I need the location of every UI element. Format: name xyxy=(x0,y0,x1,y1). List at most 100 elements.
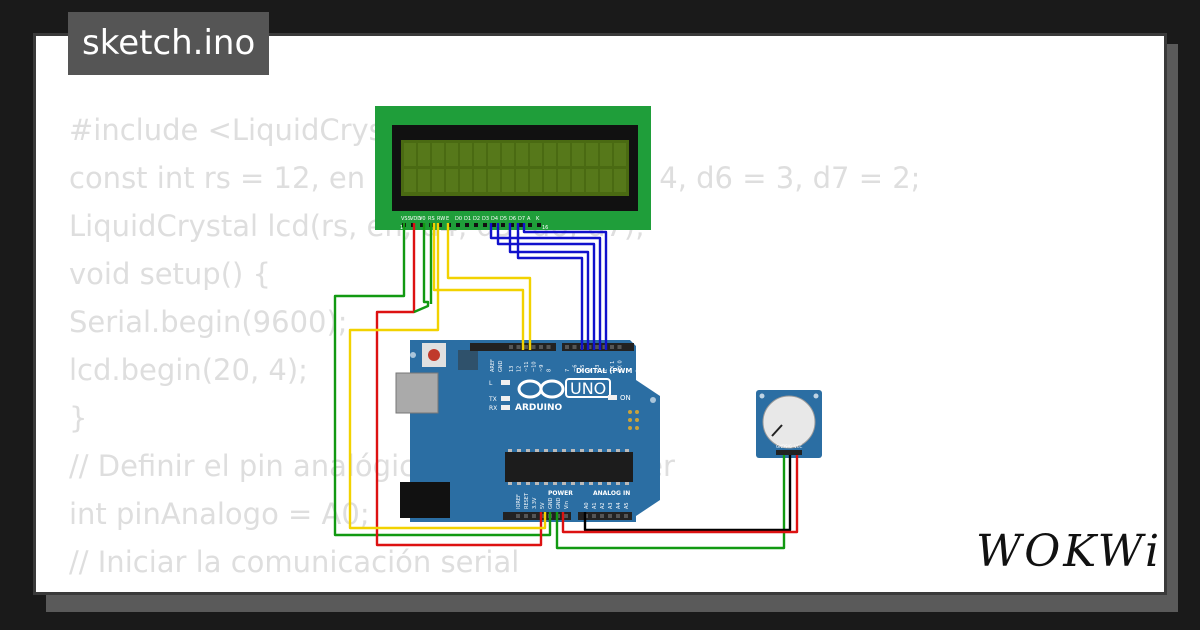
analog-header-block xyxy=(578,512,632,520)
knob-indicator xyxy=(771,424,783,437)
code-line: int pinAnalogo = A0; xyxy=(69,497,370,531)
power-pin[interactable] xyxy=(532,514,536,518)
lcd-pin-label: D6 xyxy=(509,216,516,222)
chip-leg xyxy=(607,449,611,452)
digital-pin[interactable] xyxy=(524,345,528,349)
lcd-pin[interactable] xyxy=(465,223,469,227)
digital-pin[interactable] xyxy=(509,345,513,349)
digital-pin[interactable] xyxy=(602,345,607,349)
digital-pin-label: ~9 xyxy=(539,365,545,372)
lcd-cell xyxy=(586,143,598,166)
analog-pin[interactable] xyxy=(608,514,612,518)
file-tab[interactable]: sketch.ino xyxy=(68,12,270,75)
digital-pin[interactable] xyxy=(610,345,614,349)
icsp2-pin xyxy=(628,426,632,430)
lcd-cell xyxy=(432,143,444,166)
analog-pin[interactable] xyxy=(616,514,620,518)
code-line: void setup() { xyxy=(69,257,271,291)
icsp2-pin xyxy=(635,426,639,430)
digital-pin[interactable] xyxy=(565,345,569,349)
digital-pin-label: 8 xyxy=(547,369,553,372)
analog-pin-label: A4 xyxy=(616,502,622,509)
icsp2-pin xyxy=(628,418,632,422)
lcd-cell xyxy=(516,143,528,166)
lcd-pin[interactable] xyxy=(474,223,478,227)
lcd-pin-label: D1 xyxy=(464,216,471,222)
lcd-cell xyxy=(614,169,626,192)
digital-pin[interactable] xyxy=(587,345,592,349)
wires xyxy=(333,223,799,550)
lcd-cell xyxy=(558,169,570,192)
power-pin-label: Vin xyxy=(564,501,570,509)
arduino-brand: ARDUINO xyxy=(515,403,563,413)
code-line: } xyxy=(69,401,88,435)
chip-leg xyxy=(616,482,620,485)
digital-pin[interactable] xyxy=(572,345,577,349)
pot-pin-label: SIG xyxy=(785,444,792,449)
chip-leg xyxy=(625,482,629,485)
on-led xyxy=(608,395,617,400)
atmega-chip xyxy=(505,452,633,482)
digital-pin[interactable] xyxy=(617,345,622,349)
analog-pin[interactable] xyxy=(592,514,596,518)
usb-connector xyxy=(395,372,439,414)
analog-pin[interactable] xyxy=(600,514,604,518)
power-pin-label: 5V xyxy=(540,502,546,509)
lcd-cell xyxy=(614,143,626,166)
pin-label-aref: AREF xyxy=(490,359,496,372)
power-pin[interactable] xyxy=(564,514,568,518)
digital-pin[interactable] xyxy=(539,345,543,349)
chip-leg xyxy=(589,482,593,485)
chip-leg xyxy=(580,482,584,485)
digital-pin-label: 4 xyxy=(588,369,594,372)
lcd-pin[interactable] xyxy=(483,223,487,227)
wire-v0 xyxy=(413,223,430,314)
lcd-pin[interactable] xyxy=(537,223,541,227)
power-pin[interactable] xyxy=(524,514,528,518)
lcd-pin-label: V0 xyxy=(419,216,426,222)
icsp2-header xyxy=(628,410,639,430)
digital-pin[interactable] xyxy=(595,345,599,349)
potentiometer-knob[interactable] xyxy=(762,395,816,449)
lcd-pin[interactable] xyxy=(492,223,496,227)
lcd-pin[interactable] xyxy=(438,223,442,227)
icsp2-pin xyxy=(628,410,632,414)
chip-leg xyxy=(535,449,539,452)
lcd-pin[interactable] xyxy=(501,223,505,227)
lcd-pin[interactable] xyxy=(510,223,514,227)
power-pin-label: GND xyxy=(548,497,554,509)
lcd-pin[interactable] xyxy=(528,223,532,227)
power-jack xyxy=(400,482,450,518)
power-pin-label: GND xyxy=(556,497,562,509)
power-pin-label: 3.3V xyxy=(532,497,538,509)
pot-pin-label: VCC xyxy=(794,444,803,449)
wire-rw xyxy=(348,223,547,530)
wire-pot-gnd xyxy=(555,455,786,550)
chip-leg xyxy=(553,482,557,485)
digital-pin[interactable] xyxy=(516,345,521,349)
chip-leg xyxy=(508,449,512,452)
status-led xyxy=(501,380,510,385)
lcd-cell xyxy=(474,143,486,166)
digital-pin[interactable] xyxy=(531,345,536,349)
lcd-pin[interactable] xyxy=(519,223,523,227)
power-pin[interactable] xyxy=(516,514,520,518)
digital-label: DIGITAL (PWM ~) xyxy=(576,367,644,375)
analog-pin[interactable] xyxy=(624,514,628,518)
lcd-pin[interactable] xyxy=(420,223,424,227)
wire-d5 xyxy=(496,223,596,350)
lcd-pin[interactable] xyxy=(456,223,460,227)
chip-leg xyxy=(580,449,584,452)
chip-leg xyxy=(544,449,548,452)
wire-vdd-5v xyxy=(375,223,543,547)
led-label: TX xyxy=(488,396,497,403)
digital-pin[interactable] xyxy=(546,345,551,349)
chip-leg xyxy=(625,449,629,452)
lcd-cell xyxy=(488,169,500,192)
